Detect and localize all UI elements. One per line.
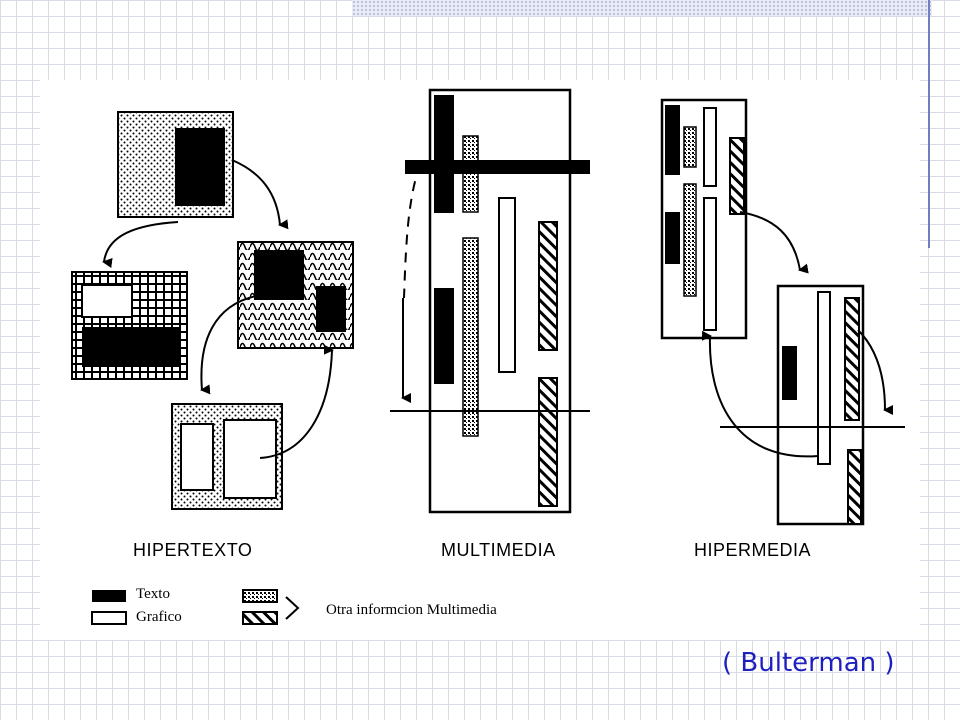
hipermedia-text-block (665, 212, 680, 264)
hipermedia-diagram (660, 98, 905, 526)
hipermedia-hatched-column (847, 449, 862, 525)
legend-brace-icon (285, 596, 300, 620)
hipertexto-left-graphic-block (81, 284, 133, 318)
hipermedia-caption: HIPERMEDIA (694, 540, 812, 560)
multimedia-other-media-column (462, 237, 479, 437)
multimedia-text-block (434, 95, 454, 213)
multimedia-hatched-column (538, 377, 558, 507)
hipermedia-link-arrow (739, 211, 809, 274)
legend-text-swatch (92, 590, 126, 602)
legend-other-swatch-pattern (242, 589, 278, 603)
hipermedia-hatched-column (729, 137, 745, 215)
multimedia-return-arrow (403, 163, 421, 299)
hipertexto-top-text-block (175, 128, 225, 206)
multimedia-hatched-column (538, 221, 558, 351)
hipertexto-caption: HIPERTEXTO (133, 540, 253, 560)
legend (91, 589, 300, 625)
hipertexto-diagram (71, 111, 354, 510)
slide-top-band (352, 0, 932, 16)
hipertexto-link-arrow (200, 295, 257, 395)
hipermedia-text-block (782, 346, 797, 400)
multimedia-text-block (434, 288, 454, 384)
source-credit: ( Bulterman ) (722, 648, 895, 678)
multimedia-caption: MULTIMEDIA (441, 540, 556, 560)
hipertexto-link-arrow (231, 159, 289, 230)
legend-graphic-label: Grafico (136, 609, 182, 625)
multimedia-timeline-bar (405, 160, 590, 174)
hipertexto-bottom-graphic-tall (180, 423, 214, 491)
hipermedia-text-block (665, 105, 680, 175)
hipermedia-other-media-column (683, 183, 697, 297)
hipertexto-bottom-graphic-wide (223, 419, 277, 499)
hipertexto-right-text-block (254, 250, 304, 300)
multimedia-graphic-column (498, 197, 516, 373)
hipermedia-other-media-column (683, 126, 697, 168)
hipertexto-left-text-block (82, 327, 180, 367)
hipermedia-hatched-column (844, 297, 860, 421)
hipertexto-right-text-block-small (316, 286, 346, 332)
legend-text-label: Texto (136, 586, 170, 602)
hipertexto-link-arrow (259, 344, 334, 459)
hipermedia-return-arrow (701, 330, 819, 458)
hipermedia-graphic-column (817, 291, 831, 465)
hipermedia-graphic-column (703, 107, 717, 187)
legend-graphic-swatch (91, 611, 127, 625)
legend-other-swatch-hatched (242, 611, 278, 625)
hipertexto-link-arrow (102, 221, 179, 268)
legend-other-label: Otra informcion Multimedia (326, 602, 497, 618)
hipermedia-link-arrow (857, 329, 894, 415)
hipermedia-graphic-column (703, 197, 717, 331)
slide-right-rule (928, 0, 930, 248)
multimedia-diagram (390, 88, 590, 514)
